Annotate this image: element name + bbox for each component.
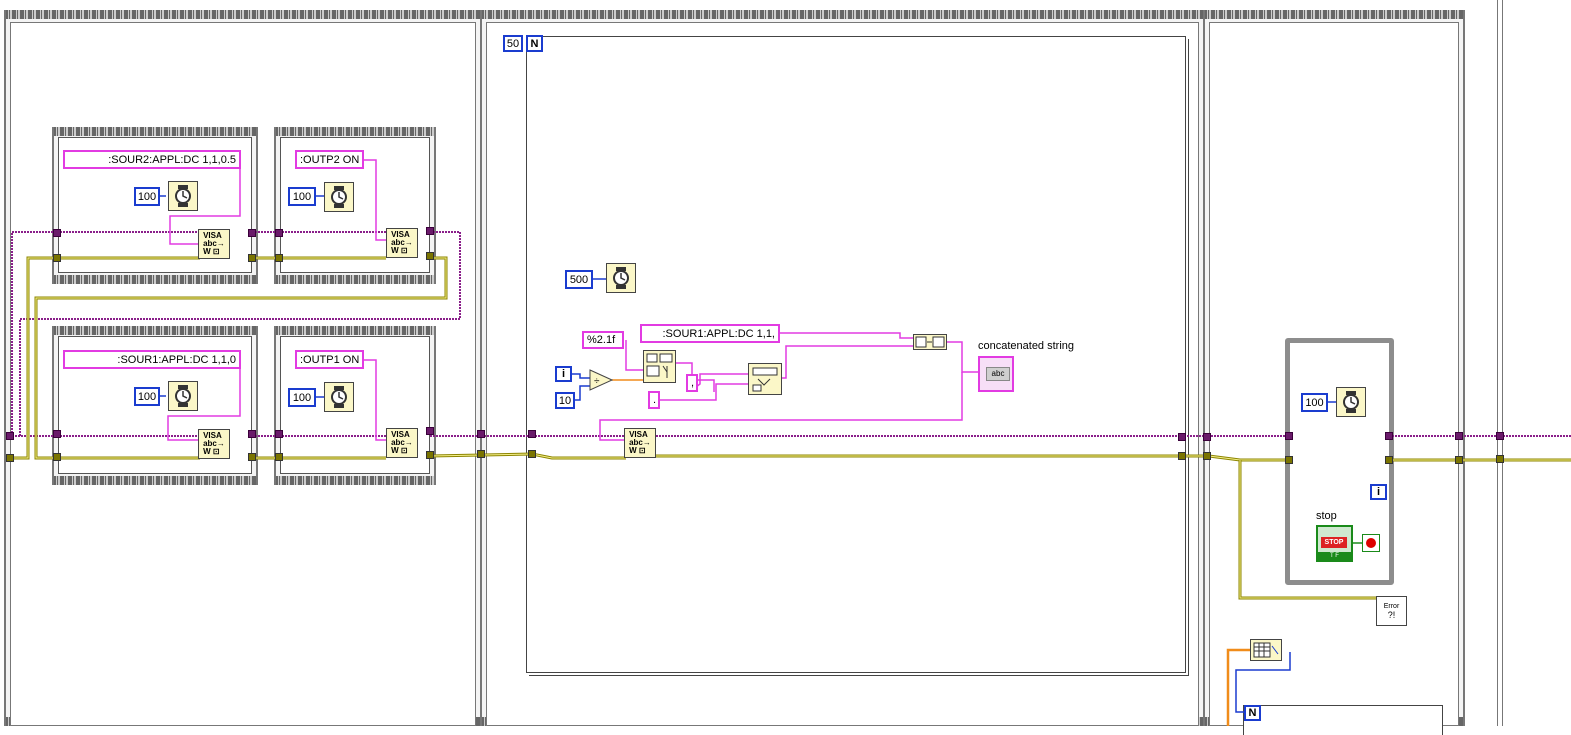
string-constant-sour2[interactable]: :SOUR2:APPL:DC 1,1,0.5 <box>63 150 241 169</box>
error-handler-text: Error <box>1383 602 1400 610</box>
tunnel-visa <box>248 229 256 237</box>
tunnel-error <box>275 254 283 262</box>
separator-constant-period[interactable]: . <box>648 391 660 409</box>
tunnel-visa <box>1385 432 1393 440</box>
command-prefix-constant[interactable]: :SOUR1:APPL:DC 1,1, <box>640 324 780 343</box>
error-handler-icon[interactable]: Error ?! <box>1376 596 1407 626</box>
tunnel-visa <box>426 227 434 235</box>
tunnel-error <box>53 453 61 461</box>
tunnel-error <box>528 450 536 458</box>
tunnel-error <box>1285 456 1293 464</box>
numeric-constant-wait[interactable]: 100 <box>288 388 316 407</box>
tunnel-error <box>1203 452 1211 460</box>
tunnel-visa <box>6 432 14 440</box>
numeric-constant-wait[interactable]: 500 <box>565 270 593 289</box>
tunnel-visa <box>1178 433 1186 441</box>
wait-timer-icon[interactable] <box>168 181 198 211</box>
tunnel-error <box>426 451 434 459</box>
iteration-terminal: i <box>1370 484 1387 500</box>
string-constant-outp1[interactable]: :OUTP1 ON <box>295 350 364 369</box>
right-divider <box>1497 0 1503 726</box>
tunnel-error <box>6 454 14 462</box>
string-constant-sour1[interactable]: :SOUR1:APPL:DC 1,1,0 <box>63 350 241 369</box>
wait-timer-icon[interactable] <box>606 263 636 293</box>
stop-button-tf: T F <box>1318 552 1351 560</box>
for-loop-count-terminal: N <box>1244 705 1261 721</box>
tunnel-error <box>1385 456 1393 464</box>
string-indicator[interactable]: abc <box>978 356 1014 392</box>
tunnel-visa <box>53 430 61 438</box>
tunnel-error <box>1455 456 1463 464</box>
numeric-constant-wait[interactable]: 100 <box>134 387 160 406</box>
wait-timer-icon[interactable] <box>324 382 354 412</box>
tunnel-error <box>248 453 256 461</box>
tunnel-visa <box>275 430 283 438</box>
tunnel-visa <box>1203 433 1211 441</box>
tunnel-error <box>275 453 283 461</box>
string-indicator-value: abc <box>986 367 1010 381</box>
tunnel-visa <box>53 229 61 237</box>
tunnel-error <box>1178 452 1186 460</box>
stop-button-icon[interactable]: STOP T F <box>1316 525 1353 562</box>
tunnel-error <box>248 254 256 262</box>
array-build-icon[interactable] <box>1250 639 1282 661</box>
loop-condition-icon[interactable] <box>1362 534 1380 552</box>
tunnel-visa <box>477 430 485 438</box>
tunnel-error <box>426 252 434 260</box>
numeric-constant-wait[interactable]: 100 <box>288 187 316 206</box>
tunnel-error <box>477 450 485 458</box>
svg-text:÷: ÷ <box>594 376 600 387</box>
tunnel-error <box>1496 455 1504 463</box>
concatenated-string-label: concatenated string <box>978 340 1075 352</box>
loop-count-constant[interactable]: 50 <box>503 35 523 52</box>
tunnel-visa <box>1496 432 1504 440</box>
format-string-constant[interactable]: %2.1f <box>582 331 624 349</box>
loop-count-terminal: N <box>526 35 543 52</box>
tunnel-error <box>53 254 61 262</box>
divide-icon[interactable]: ÷ <box>589 369 614 391</box>
tunnel-visa <box>528 430 536 438</box>
iteration-terminal: i <box>555 366 572 382</box>
stop-button-text: STOP <box>1321 537 1347 548</box>
format-number-icon[interactable] <box>643 350 676 383</box>
wait-timer-icon[interactable] <box>324 182 354 212</box>
wait-timer-icon[interactable] <box>168 381 198 411</box>
tunnel-visa <box>426 427 434 435</box>
concatenate-icon[interactable] <box>913 334 947 350</box>
wait-timer-icon[interactable] <box>1336 387 1366 417</box>
stop-label: stop <box>1316 510 1337 522</box>
string-constant-outp2[interactable]: :OUTP2 ON <box>295 150 364 169</box>
tunnel-visa <box>275 229 283 237</box>
tunnel-visa <box>248 430 256 438</box>
numeric-constant-wait[interactable]: 100 <box>1301 393 1328 412</box>
for-loop-frame[interactable] <box>526 36 1186 673</box>
separator-constant-comma[interactable]: , <box>686 374 698 392</box>
divide-by-constant[interactable]: 10 <box>555 392 575 409</box>
tunnel-visa <box>1455 432 1463 440</box>
numeric-constant-wait[interactable]: 100 <box>134 187 160 206</box>
tunnel-visa <box>1285 432 1293 440</box>
string-replace-icon[interactable] <box>748 363 782 395</box>
